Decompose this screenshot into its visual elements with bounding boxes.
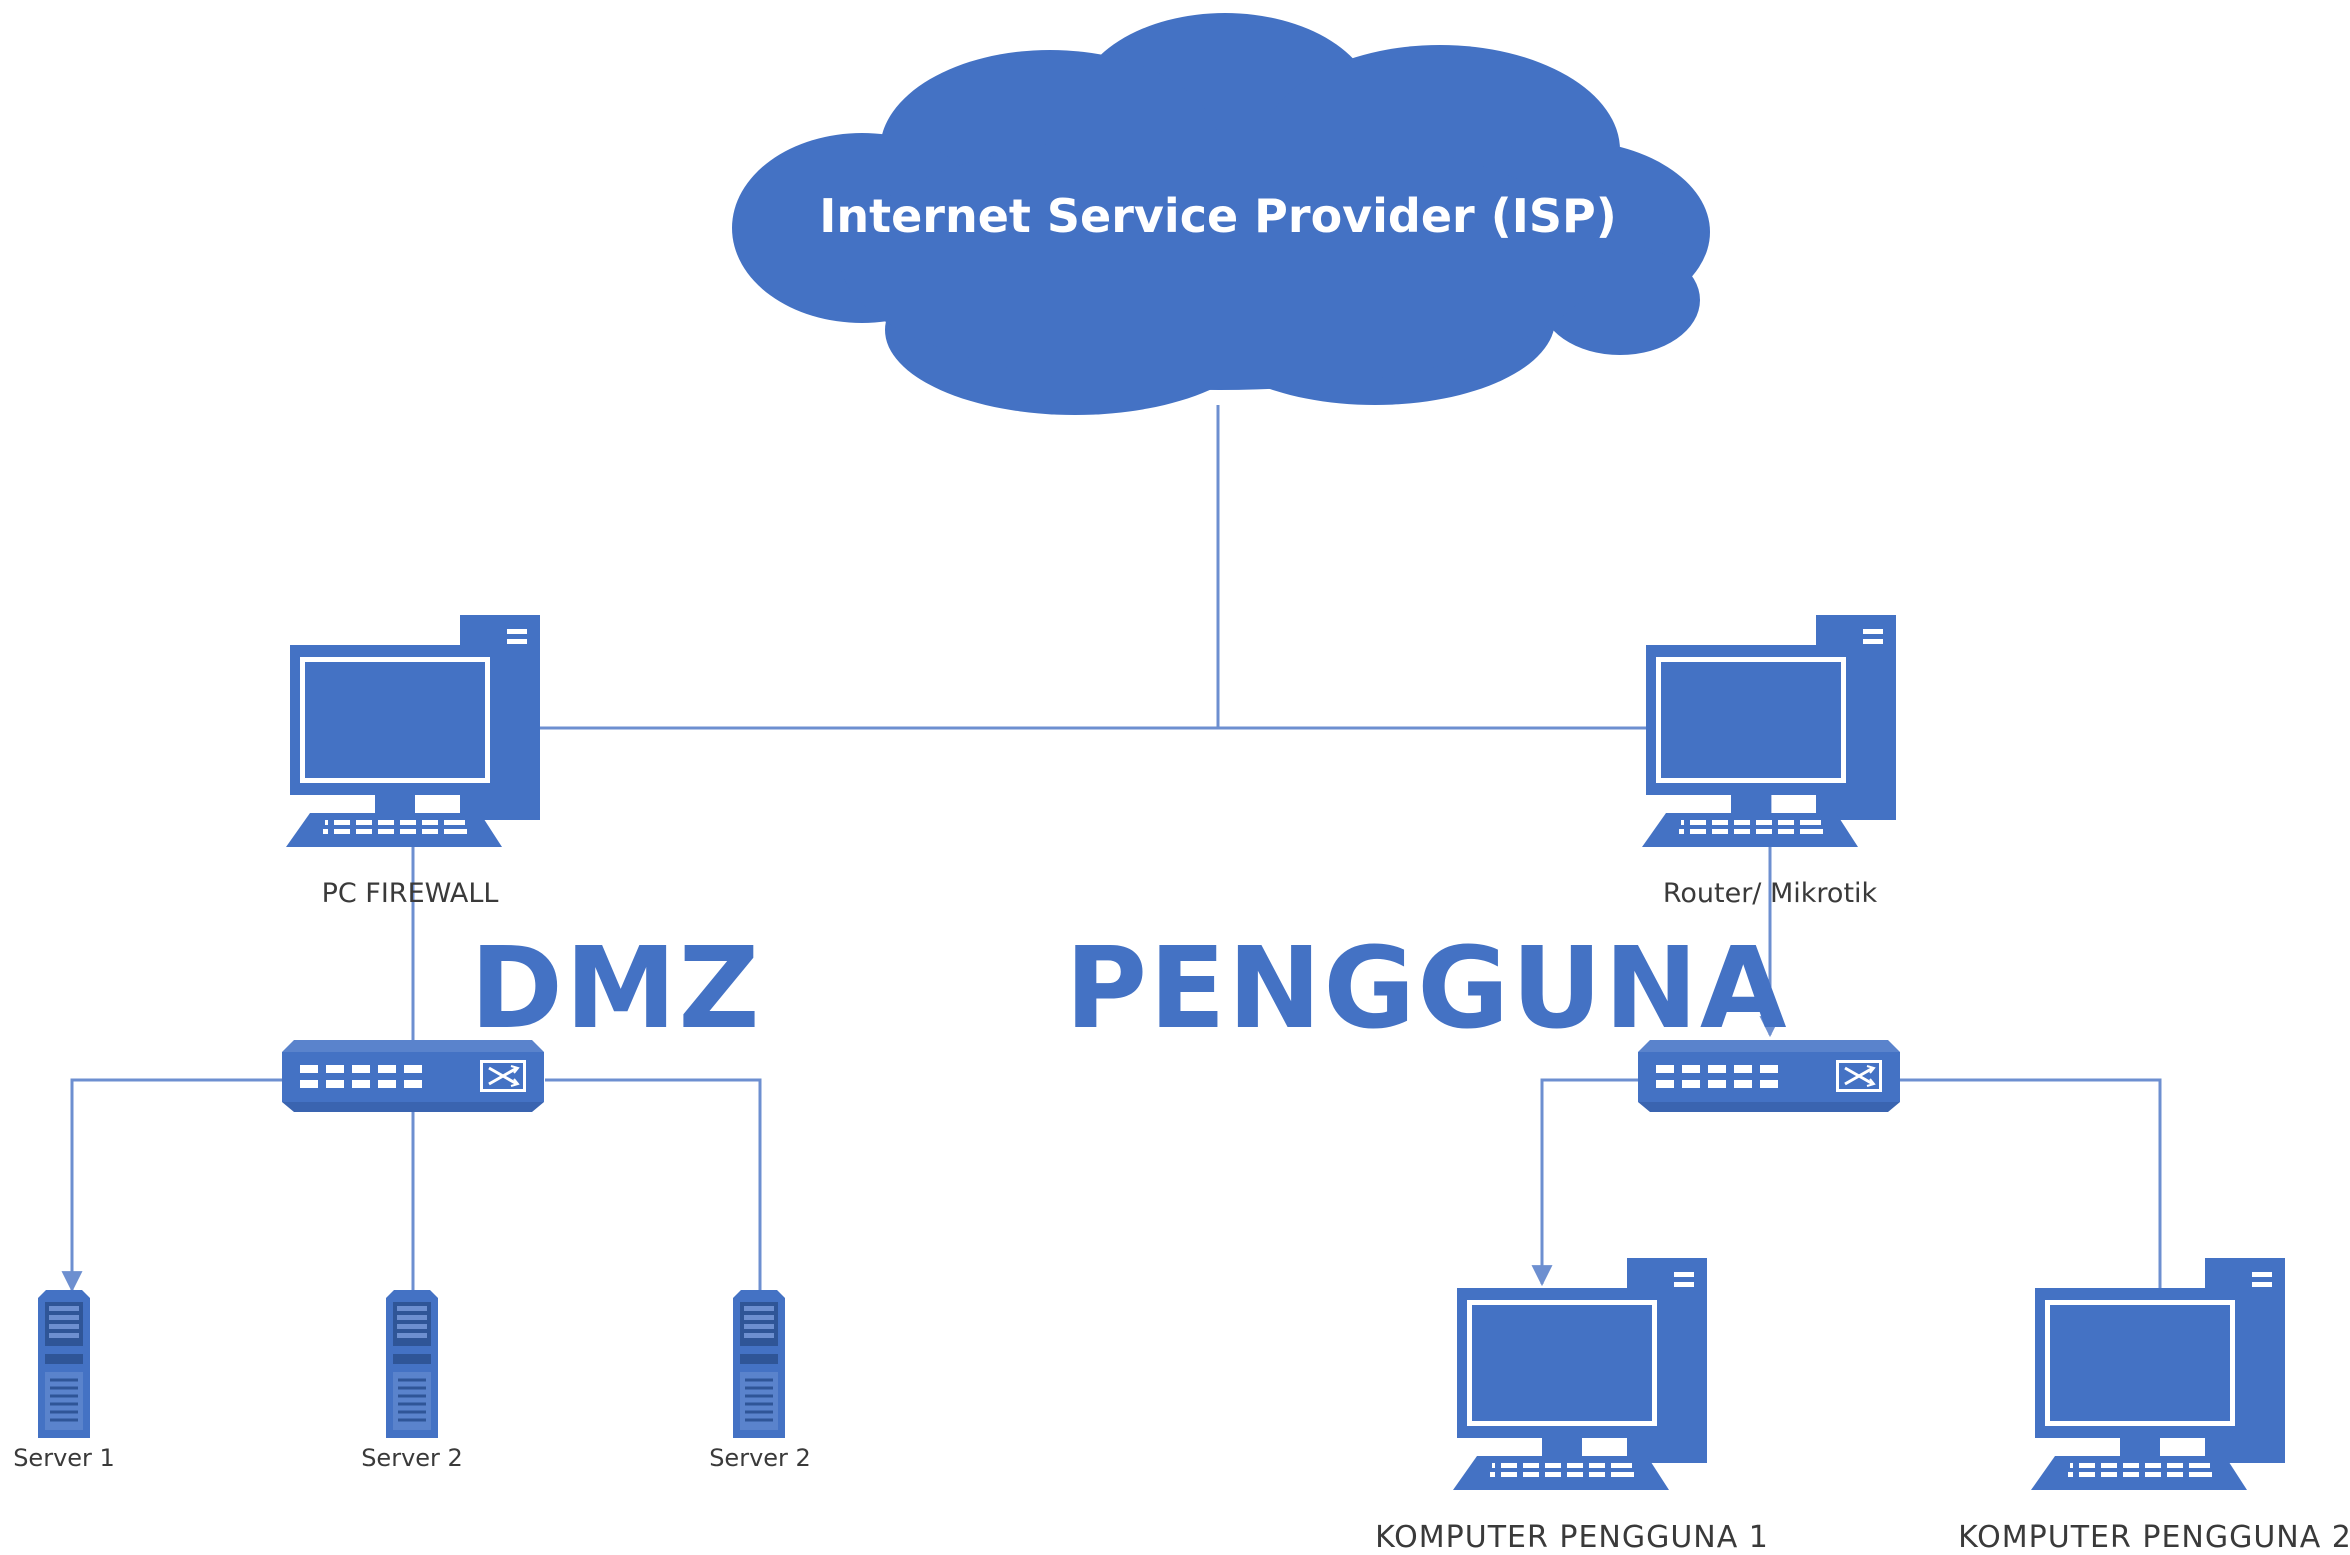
link-switch-server1 <box>61 1078 282 1293</box>
link-switch-client1 <box>1531 1078 1638 1287</box>
cloud-label: Internet Service Provider (ISP) <box>819 189 1617 243</box>
firewall-pc-icon <box>286 615 540 847</box>
zone-title-dmz: DMZ <box>470 924 762 1054</box>
client-2-label: KOMPUTER PENGGUNA 2 <box>1958 1520 2350 1555</box>
server-3-icon <box>731 1288 787 1440</box>
server-2-label: Server 2 <box>361 1444 463 1472</box>
firewall-label: PC FIREWALL <box>321 878 499 909</box>
client-2-pc-icon <box>2031 1258 2285 1490</box>
server-1-icon <box>36 1288 92 1440</box>
cloud-icon <box>732 13 1710 415</box>
server-3-label: Server 2 <box>709 1444 811 1472</box>
client-1-label: KOMPUTER PENGGUNA 1 <box>1375 1520 1769 1555</box>
server-1-label: Server 1 <box>13 1444 115 1472</box>
router-label: Router/ Mikrotik <box>1662 878 1878 909</box>
router-pc-icon <box>1642 615 1896 847</box>
link-switch-server3 <box>545 1078 762 1295</box>
server-2-icon <box>384 1288 440 1440</box>
zone-title-pengguna: PENGGUNA <box>1065 924 1789 1054</box>
connections <box>61 405 2162 1295</box>
isp-cloud: Internet Service Provider (ISP) <box>732 13 1710 415</box>
link-switch-client2 <box>1900 1078 2162 1290</box>
client-1-pc-icon <box>1453 1258 1707 1490</box>
